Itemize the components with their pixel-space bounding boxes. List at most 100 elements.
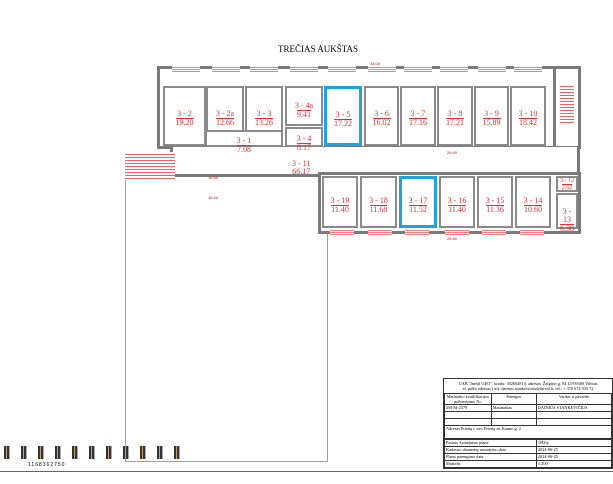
window (514, 66, 542, 72)
page-divider (0, 471, 613, 472)
room-area: 66.17 (292, 167, 311, 176)
barcode-bar (174, 446, 180, 459)
room-area: 6.38 (560, 223, 574, 233)
room-id: 3 - 2a (215, 109, 235, 119)
address: Prienų r. sav. Prienų m. Kauno g. 2 (460, 426, 521, 431)
row-value: 2024-06-25 (535, 446, 613, 454)
room-id: 3 - 4 (296, 134, 312, 144)
company-info: UAB "Inreal GEO", kodas: 302604810, adre… (444, 379, 612, 393)
room-id: 3 - 16 (447, 196, 467, 206)
barcode-bar (72, 446, 78, 459)
dim-corr: 29.40 (447, 150, 458, 155)
dim-top: 34.00 (370, 61, 381, 66)
room-area: 7.08 (237, 145, 251, 155)
dim-corr: 16.44 (208, 195, 219, 200)
room-id: 3 - 15 (485, 196, 505, 206)
room-area: 13.26 (255, 118, 273, 128)
dim-bottom: 25.40 (447, 236, 458, 241)
room-area: 9.41 (297, 110, 311, 120)
address-label: Adresas (446, 426, 460, 431)
row-label: Pastato žymėjimas plane (444, 439, 537, 447)
window (328, 66, 356, 72)
room-id: 3 - 11 (292, 159, 311, 168)
address-row: Adresas Prienų r. sav. Prienų m. Kauno g… (444, 425, 612, 439)
room-id: 3 - 2 (177, 109, 192, 119)
room-id: 3 - 10 (518, 109, 538, 119)
room-id: 3 - 14 (523, 196, 543, 206)
barcode-number: 1168362750 (28, 462, 66, 468)
window (250, 66, 278, 72)
room-id: 3 - 3 (256, 109, 272, 119)
stairs-left (125, 152, 175, 180)
row-value: 1:200 (535, 460, 613, 468)
window (405, 229, 429, 235)
room-id: 3 - 13 (562, 206, 572, 224)
room-area: 17.22 (334, 118, 352, 128)
room-area: 2.62 (561, 184, 573, 191)
row-label: Mastelis (444, 460, 537, 468)
window (172, 66, 200, 72)
surveyor-name: DAINIUS STANKEVIČIUS (535, 404, 613, 412)
window (330, 229, 354, 235)
window (482, 229, 506, 235)
row-label: Plano parengimo data (444, 453, 537, 461)
contact: el. pašto adresas (-ai): dainius.stankev… (462, 386, 594, 391)
company: UAB "Inreal GEO", kodas: 302604810, adre… (458, 381, 598, 386)
room-id: 3 - 6 (374, 109, 389, 119)
position: Matininkas (490, 404, 537, 412)
window (440, 66, 468, 72)
room-id: 3 - 4a (294, 101, 314, 111)
window (520, 229, 544, 235)
room-area: 11.36 (486, 205, 504, 215)
row-value: 2024-06-25 (535, 453, 613, 461)
col-header: Pareigos (490, 393, 537, 405)
window (290, 66, 318, 72)
room-id: 3 - 18 (369, 196, 388, 206)
window (404, 66, 432, 72)
plot-line (125, 461, 328, 462)
stairs-right (560, 84, 574, 124)
title-block: UAB "Inreal GEO", kodas: 302604810, adre… (443, 378, 613, 469)
cert-number: 2M-M-2379 (444, 404, 492, 412)
room-area: 11.68 (369, 205, 388, 215)
barcode-bar (157, 446, 163, 459)
col-header: Matininko kvalifikacijos pažymėjimo Nr. (444, 393, 492, 405)
room-area: 19.20 (175, 118, 194, 128)
plot-line (327, 232, 328, 462)
room-id: 3 - 1 (236, 136, 252, 146)
plot-line (125, 180, 126, 462)
dim-corr: 16.60 (208, 175, 219, 180)
corridor-label: 3 - 11 66.17 (292, 160, 310, 176)
room-area: 8.17 (297, 143, 311, 153)
barcode-bar (106, 446, 112, 459)
col-header: Vardas ir pavardė (535, 393, 613, 405)
